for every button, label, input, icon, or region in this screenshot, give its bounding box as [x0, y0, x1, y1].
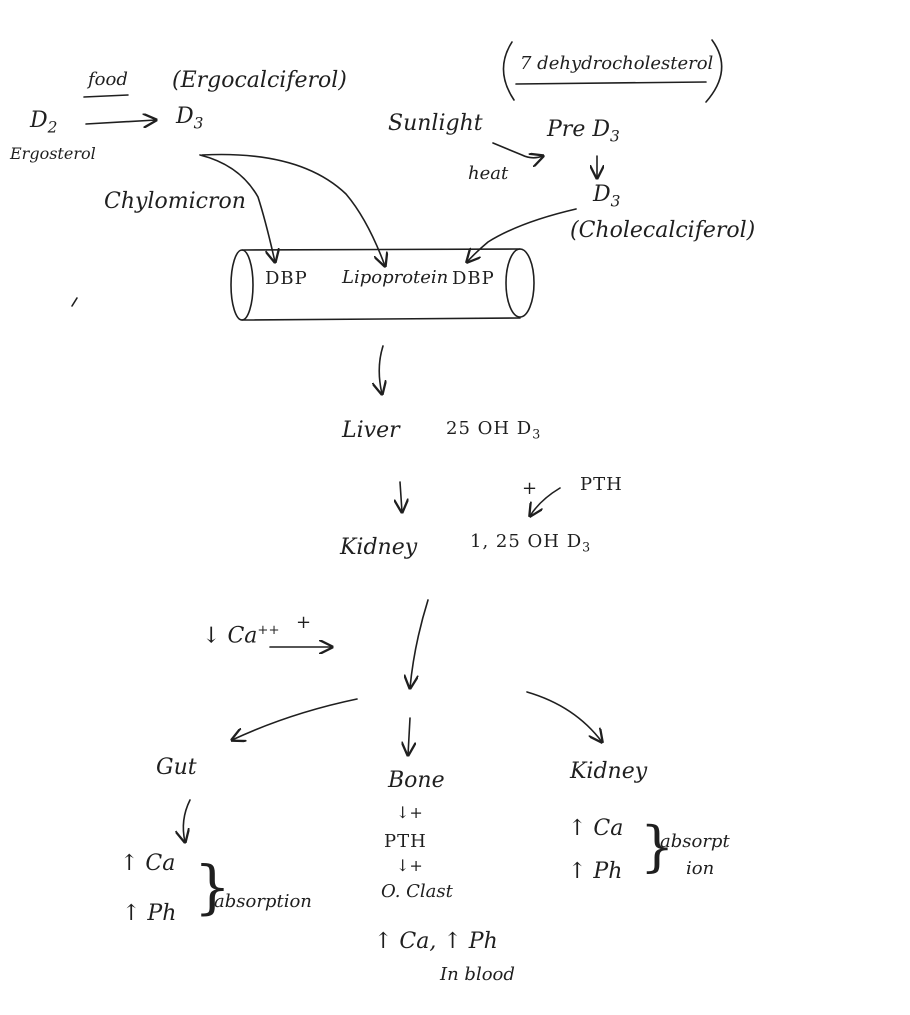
arrow-sunlight-to-pred3 — [492, 142, 543, 158]
bone-result-label: ↑ Ca, ↑ Ph — [374, 929, 498, 954]
lipoprotein-label: Lipoprotein — [342, 267, 449, 288]
bone-label: Bone — [388, 768, 445, 793]
gut-label: Gut — [156, 755, 197, 780]
vessel-bottom-edge — [241, 317, 521, 321]
liver-product-label: 25 OH D3 — [446, 418, 542, 442]
kidney-target-absorption: absorpt — [660, 831, 730, 852]
kidney-label: Kidney — [340, 535, 418, 560]
sunlight-label: Sunlight — [388, 111, 483, 136]
cholecalciferol-label: (Cholecalciferol) — [570, 218, 756, 243]
bone-arrow-1: ↓+ — [396, 803, 423, 822]
arrow-d3-to-dbp-right — [467, 208, 577, 262]
gut-absorption-label: absorption — [214, 891, 312, 912]
kidney-target-ph: ↑ Ph — [568, 859, 623, 884]
arrow-liver-to-kidney — [400, 481, 402, 512]
dbp-right-label: DBP — [452, 268, 495, 289]
vessel-right-end — [505, 248, 535, 318]
arrow-kidney-to-targets — [410, 599, 429, 688]
kidney-pth-label: PTH — [580, 474, 623, 495]
arrow-gut-down — [183, 799, 191, 842]
kidney-target-label: Kidney — [570, 759, 648, 784]
gut-brace: } — [194, 853, 231, 921]
kidney-target-brace: } — [640, 815, 675, 878]
ca-feedback-label: ↓ Ca++ — [202, 623, 280, 649]
dehydro-close-paren — [705, 39, 723, 103]
dehydro-open-paren — [502, 41, 515, 101]
vessel-left-end — [230, 249, 254, 321]
food-label: food — [88, 69, 128, 90]
heat-label: heat — [468, 163, 509, 184]
arrow-to-gut — [232, 698, 358, 740]
bone-result-in-blood: In blood — [440, 964, 515, 985]
kidney-pth-plus: + — [522, 478, 539, 499]
d3-sunlight-label: D3 — [593, 182, 621, 211]
ergosterol-label: Ergosterol — [10, 144, 96, 163]
dbp-left-label: DBP — [265, 268, 308, 289]
arrow-d3-to-lipoprotein — [201, 153, 385, 266]
dehydro-underline — [515, 81, 707, 85]
vessel-top-edge — [241, 248, 521, 251]
kidney-product-label: 1, 25 OH D3 — [470, 531, 592, 555]
bone-pth-label: PTH — [384, 831, 427, 852]
d3-food-label: D3 — [176, 104, 204, 133]
kidney-target-ca: ↑ Ca — [568, 816, 624, 841]
chylomicron-label: Chylomicron — [104, 189, 246, 214]
ca-feedback-plus: + — [296, 612, 313, 633]
pre-d3-label: Pre D3 — [547, 117, 620, 146]
arrow-vessel-to-liver — [379, 345, 383, 394]
gut-ca-label: ↑ Ca — [120, 851, 176, 876]
oclast-label: O. Clast — [381, 881, 453, 902]
kidney-target-absorption-2: ion — [686, 858, 715, 879]
food-underline — [83, 94, 129, 98]
arrow-pth-to-kidney — [530, 487, 561, 516]
bone-arrow-2: ↓+ — [396, 856, 423, 875]
arrow-d3-to-dbp-left — [199, 154, 275, 262]
d2-label: D2 — [30, 108, 58, 137]
arrow-d2-to-d3 — [85, 120, 156, 124]
arrow-to-kidney-target — [526, 691, 602, 742]
ergocalciferol-label: (Ergocalciferol) — [172, 68, 347, 93]
dehydrocholesterol-label: 7 dehydrocholesterol — [520, 53, 714, 74]
liver-label: Liver — [342, 418, 400, 443]
arrow-to-bone — [408, 717, 410, 755]
stray-mark — [71, 297, 78, 307]
gut-ph-label: ↑ Ph — [122, 901, 177, 926]
